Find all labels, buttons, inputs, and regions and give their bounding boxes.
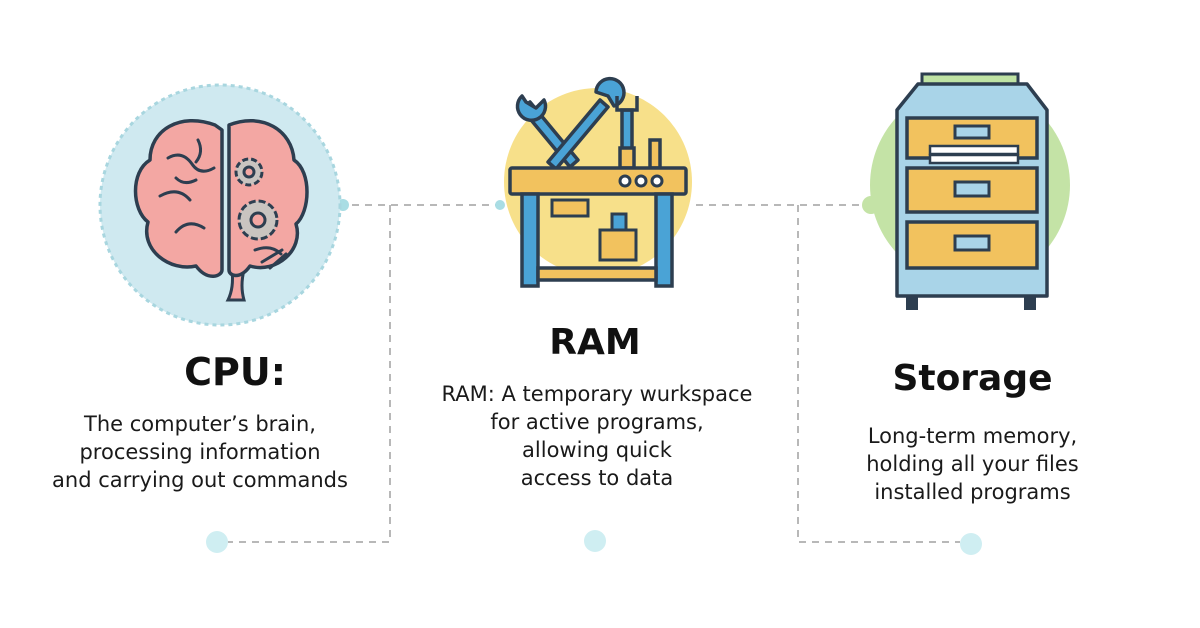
node-storage-bottom — [960, 533, 982, 555]
cpu-description-line: and carrying out commands — [52, 468, 348, 492]
storage-description-line: Long-term memory, — [867, 424, 1078, 448]
ram-description-line: allowing quick — [522, 438, 672, 462]
storage-title: Storage — [892, 358, 1053, 399]
connector-storage-bottom — [797, 205, 960, 543]
cpu-title: CPU: — [184, 350, 286, 394]
ram-description-line: for active programs, — [490, 410, 704, 434]
node-ram-left — [495, 200, 505, 210]
ram-description-line: access to data — [520, 466, 674, 490]
ram-title: RAM — [549, 322, 641, 363]
connector-cpu-bottom — [228, 205, 391, 543]
storage-description: Long-term memory, holding all your files… — [840, 422, 1105, 506]
workbench-tools-icon — [504, 76, 692, 288]
storage-description-line: holding all your files — [866, 452, 1079, 476]
file-cabinet-icon — [870, 72, 1070, 310]
cpu-description: The computer’s brain, processing informa… — [50, 410, 350, 494]
ram-description: RAM: A temporary wurkspace for active pr… — [432, 380, 762, 492]
cpu-description-line: processing information — [79, 440, 321, 464]
storage-description-line: installed programs — [874, 480, 1071, 504]
node-ram-bottom — [584, 530, 606, 552]
brain-gears-icon — [98, 83, 342, 327]
node-cpu-bottom — [206, 531, 228, 553]
ram-description-line: RAM: A temporary wurkspace — [441, 382, 753, 406]
cpu-description-line: The computer’s brain, — [84, 412, 316, 436]
connector-nodes — [206, 196, 982, 555]
connector-lines — [228, 204, 960, 543]
